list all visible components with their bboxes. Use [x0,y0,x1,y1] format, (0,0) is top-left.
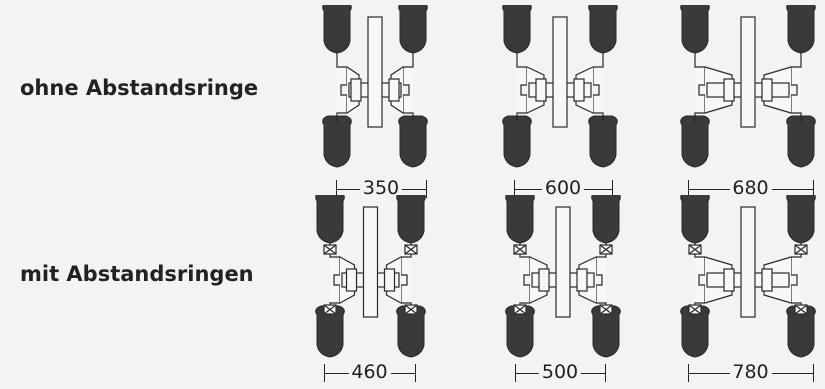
tire-top-right [786,5,816,54]
row-label-with-rings: mit Abstandsringen [20,262,254,286]
tire-bottom-left [502,115,532,168]
track-dimension-680: 680 [688,176,814,202]
tire-top-right [398,5,428,54]
tire-bottom-left [322,115,352,168]
tire-top-right [786,195,816,244]
tire-top-left [502,5,532,54]
track-value: 350 [359,177,403,199]
axle-diagram-600 [502,5,618,168]
track-value: 780 [729,361,772,383]
track-dimension-600: 600 [514,176,613,202]
axle-diagram-500 [505,195,621,358]
tire-bottom-right [786,115,816,168]
tire-bottom-left [680,305,710,358]
axle-diagram-780 [680,195,816,358]
tire-bottom-left [315,305,345,358]
tire-bottom-right [398,115,428,168]
tire-top-left [680,5,710,54]
tire-top-left [505,195,535,244]
track-dimension-350: 350 [336,176,427,202]
tire-bottom-right [396,305,426,358]
axle-diagram-350 [322,5,428,168]
track-value: 680 [729,177,772,199]
tire-bottom-left [505,305,535,358]
track-dimension-460: 460 [324,360,416,386]
tire-top-left [322,5,352,54]
tire-bottom-right [588,115,618,168]
track-dimension-780: 780 [688,360,814,386]
axle-diagram-460 [315,195,426,358]
tire-bottom-right [591,305,621,358]
track-value: 500 [538,361,582,383]
tire-top-left [680,195,710,244]
track-value: 600 [541,177,585,199]
row-label-without-rings: ohne Abstandsringe [20,76,259,100]
axle-diagram-680 [680,5,816,168]
tire-bottom-left [680,115,710,168]
tire-top-right [591,195,621,244]
tire-top-left [315,195,345,244]
tire-bottom-right [786,305,816,358]
tire-top-right [396,195,426,244]
tire-top-right [588,5,618,54]
track-dimension-500: 500 [515,360,606,386]
track-value: 460 [348,361,391,383]
